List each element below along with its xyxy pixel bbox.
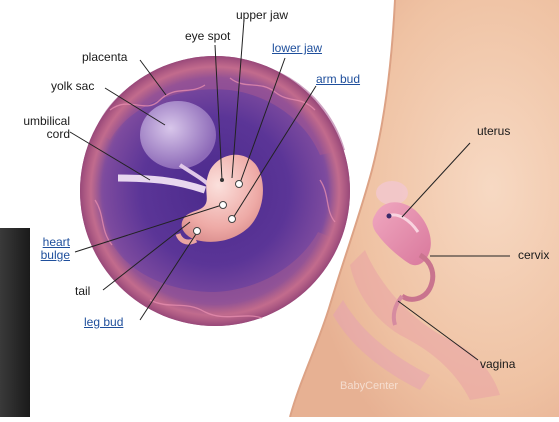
label-upper-jaw: upper jaw bbox=[236, 9, 288, 22]
leg-bud-marker bbox=[194, 228, 201, 235]
label-arm-bud[interactable]: arm bud bbox=[316, 73, 360, 86]
label-vagina: vagina bbox=[480, 358, 515, 371]
label-eye-spot: eye spot bbox=[185, 30, 230, 43]
lower-jaw-marker bbox=[236, 181, 243, 188]
label-tail: tail bbox=[75, 285, 90, 298]
label-leg-bud[interactable]: leg bud bbox=[84, 316, 123, 329]
label-yolk-sac: yolk sac bbox=[51, 80, 94, 93]
label-cervix: cervix bbox=[518, 249, 549, 262]
label-heart-bulge-line2[interactable]: bulge bbox=[20, 249, 70, 262]
eye-spot-dot bbox=[220, 178, 224, 182]
label-uterus: uterus bbox=[477, 125, 510, 138]
label-lower-jaw[interactable]: lower jaw bbox=[272, 42, 322, 55]
yolk-sac-shape bbox=[140, 101, 216, 169]
uterus-embryo-dot bbox=[387, 214, 392, 219]
bowel-shape bbox=[376, 181, 408, 205]
watermark: BabyCenter bbox=[340, 380, 398, 393]
label-umbilical-cord-line2: cord bbox=[10, 128, 70, 141]
label-umbilical-cord: umbilical cord bbox=[10, 115, 70, 141]
label-heart-bulge[interactable]: heart bulge bbox=[20, 236, 70, 262]
heart-bulge-marker bbox=[220, 202, 227, 209]
arm-bud-marker bbox=[229, 216, 236, 223]
label-placenta: placenta bbox=[82, 51, 127, 64]
